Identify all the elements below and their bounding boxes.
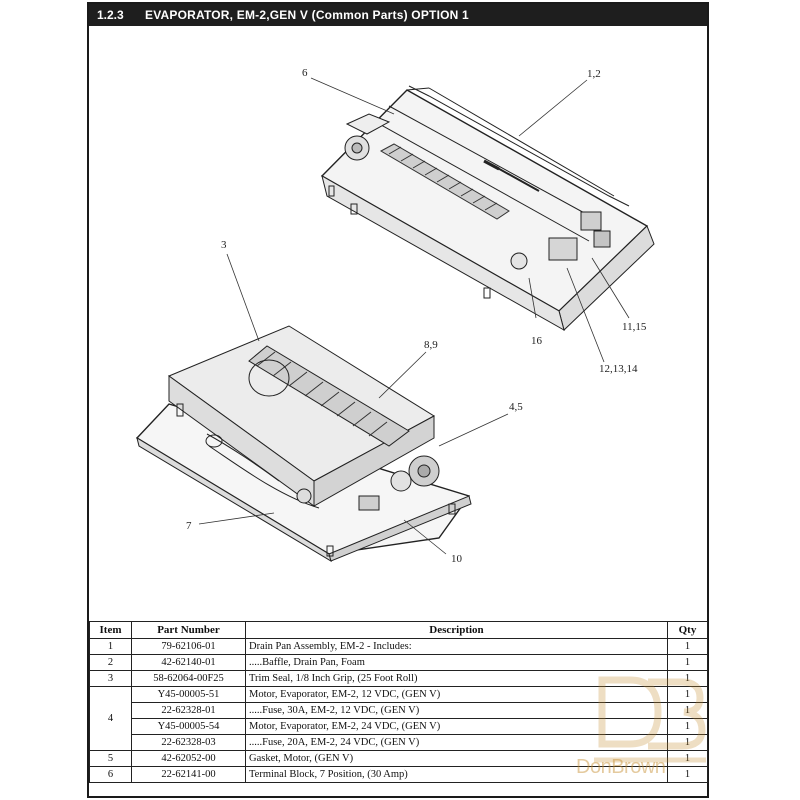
watermark-text: DonBrown [576, 756, 666, 778]
table-row: 6 22-62141-00 Terminal Block, 7 Position… [89, 766, 708, 783]
part-number-cell: 42-62052-00 [131, 750, 246, 767]
part-number-cell: 22-62328-01 [131, 702, 246, 719]
description-cell: .....Fuse, 20A, EM-2, 24 VDC, (GEN V) [245, 734, 668, 751]
parts-table: Item Part Number Description Qty 1 79-62… [89, 621, 708, 783]
section-number: 1.2.3 [97, 8, 124, 22]
callout-16: 16 [531, 335, 543, 347]
item-cell: 3 [89, 670, 132, 687]
qty-cell: 1 [667, 718, 708, 735]
page-frame: 1.2.3 EVAPORATOR, EM-2,GEN V (Common Par… [87, 2, 709, 798]
table-row: 4 Y45-00005-51 Motor, Evaporator, EM-2, … [89, 686, 708, 751]
section-title: EVAPORATOR, EM-2,GEN V (Common Parts) OP… [145, 8, 469, 22]
description-cell: Motor, Evaporator, EM-2, 12 VDC, (GEN V) [245, 686, 668, 703]
part-number-cell: 58-62064-00F25 [131, 670, 246, 687]
table-row: 3 58-62064-00F25 Trim Seal, 1/8 Inch Gri… [89, 670, 708, 687]
description-cell: Drain Pan Assembly, EM-2 - Includes: [245, 638, 668, 655]
section-title-bar: 1.2.3 EVAPORATOR, EM-2,GEN V (Common Par… [89, 4, 707, 26]
header-qty: Qty [667, 621, 708, 639]
table-row: 2 42-62140-01 .....Baffle, Drain Pan, Fo… [89, 654, 708, 671]
header-part-number: Part Number [131, 621, 246, 639]
part-number-cell: 22-62141-00 [131, 766, 246, 783]
qty-cell: 1 [667, 734, 708, 751]
description-cell: Motor, Evaporator, EM-2, 24 VDC, (GEN V) [245, 718, 668, 735]
item-cell: 1 [89, 638, 132, 655]
item-cell: 6 [89, 766, 132, 783]
qty-cell: 1 [667, 686, 708, 703]
item-cell: 5 [89, 750, 132, 767]
qty-cell: 1 [667, 766, 708, 783]
description-cell: .....Fuse, 30A, EM-2, 12 VDC, (GEN V) [245, 702, 668, 719]
table-row: 1 79-62106-01 Drain Pan Assembly, EM-2 -… [89, 638, 708, 655]
qty-cell: 1 [667, 702, 708, 719]
callout-12-13-14: 12,13,14 [599, 363, 638, 375]
part-number-cell: 22-62328-03 [131, 734, 246, 751]
callout-10: 10 [451, 553, 463, 565]
item-cell: 4 [89, 686, 132, 751]
callout-4-5: 4,5 [509, 401, 523, 413]
table-row: 22-62328-01 .....Fuse, 30A, EM-2, 12 VDC… [90, 702, 708, 719]
callout-11-15: 11,15 [622, 321, 647, 333]
part-number-cell: Y45-00005-54 [131, 718, 246, 735]
part-number-cell: 79-62106-01 [131, 638, 246, 655]
description-cell: Trim Seal, 1/8 Inch Grip, (25 Foot Roll) [245, 670, 668, 687]
qty-cell: 1 [667, 654, 708, 671]
callout-6: 6 [302, 67, 308, 79]
header-description: Description [245, 621, 668, 639]
callout-1-2: 1,2 [587, 68, 601, 80]
part-number-cell: Y45-00005-51 [131, 686, 246, 703]
table-row: Y45-00005-54 Motor, Evaporator, EM-2, 24… [90, 718, 708, 735]
callout-8-9: 8,9 [424, 339, 438, 351]
qty-cell: 1 [667, 670, 708, 687]
qty-cell: 1 [667, 750, 708, 767]
description-cell: .....Baffle, Drain Pan, Foam [245, 654, 668, 671]
header-item: Item [89, 621, 132, 639]
item-cell: 2 [89, 654, 132, 671]
parts-table-header: Item Part Number Description Qty [89, 621, 708, 639]
callout-7: 7 [186, 520, 192, 532]
callout-3: 3 [221, 239, 227, 251]
evaporator-assembly-bottom [135, 325, 472, 563]
qty-cell: 1 [667, 638, 708, 655]
table-row: 22-62328-03 .....Fuse, 20A, EM-2, 24 VDC… [90, 734, 708, 751]
evaporator-assembly-top [320, 85, 655, 332]
part-number-cell: 42-62140-01 [131, 654, 246, 671]
leader-lines [198, 77, 630, 555]
exploded-parts-illustration: 6 1,2 3 8,9 16 11,15 12,13,14 4,5 7 10 [135, 67, 655, 565]
